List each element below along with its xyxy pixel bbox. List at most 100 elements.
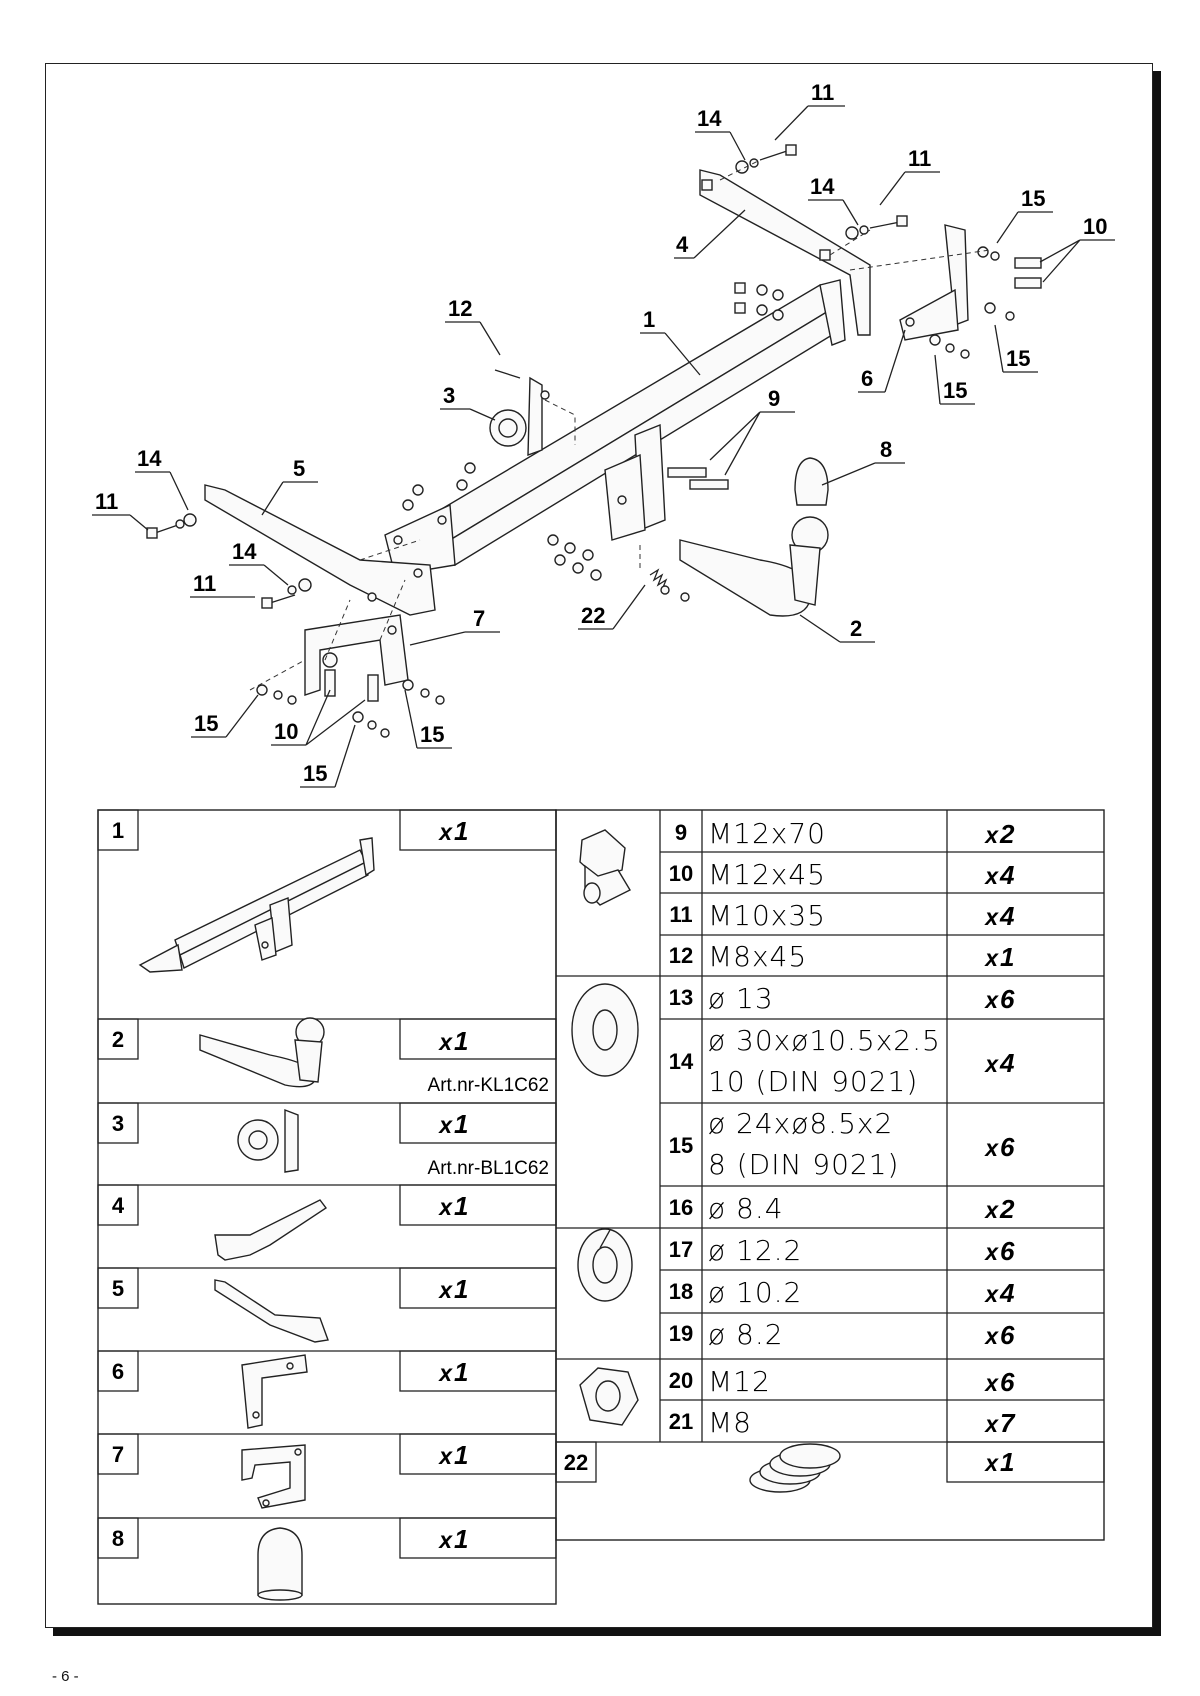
qty-multiplier: x	[437, 1527, 453, 1553]
part-spec: M12x45	[708, 858, 826, 891]
part-quantity: 1	[454, 1191, 468, 1221]
part-quantity: 1	[454, 816, 468, 846]
callout-label: 1	[643, 307, 655, 332]
part-quantity: 1	[454, 1109, 468, 1139]
callout-label: 9	[768, 386, 780, 411]
part-number: 5	[112, 1276, 124, 1301]
part-number: 8	[112, 1526, 124, 1551]
part-quantity: 6	[1000, 1236, 1015, 1266]
qty-multiplier: x	[437, 1443, 453, 1469]
part-number: 7	[112, 1442, 124, 1467]
part-number: 14	[669, 1049, 694, 1074]
callout-label: 10	[1083, 214, 1107, 239]
callout-label: 15	[420, 722, 444, 747]
part-quantity: 1	[454, 1357, 468, 1387]
part-number: 6	[112, 1359, 124, 1384]
qty-multiplier: x	[983, 1281, 999, 1307]
part-quantity: 1	[454, 1524, 468, 1554]
callout-label: 11	[908, 146, 931, 171]
callout-label: 14	[137, 446, 162, 471]
part-number: 3	[112, 1111, 124, 1136]
part-number: 21	[669, 1409, 693, 1434]
part-spec: M10x35	[708, 899, 826, 932]
left-row-1: 1 x 1	[97, 809, 557, 973]
bracket-4-drawing	[699, 169, 871, 336]
qty-multiplier: x	[983, 1370, 999, 1396]
bolt-icon	[579, 829, 631, 906]
part-quantity: 1	[454, 1026, 468, 1056]
part-spec: ø 10.2	[708, 1276, 802, 1309]
part-number: 17	[669, 1237, 693, 1262]
qty-multiplier: x	[437, 1360, 453, 1386]
qty-multiplier: x	[983, 863, 999, 889]
cover-8-drawing	[794, 457, 829, 506]
spring-icon	[749, 1443, 841, 1493]
ball-neck-drawing	[679, 516, 829, 617]
part-spec: M12x70	[708, 817, 826, 850]
part-number: 13	[669, 985, 693, 1010]
left-row-3: 3 x 1 Art.nr-BL1C62	[97, 1102, 557, 1179]
part-quantity: 7	[1000, 1408, 1016, 1438]
qty-multiplier: x	[983, 1239, 999, 1265]
bracket-3-drawing	[489, 376, 543, 457]
article-number: Art.nr-KL1C62	[428, 1075, 549, 1096]
part-quantity: 6	[1000, 984, 1015, 1014]
callout-label: 10	[274, 719, 298, 744]
part-number: 22	[564, 1450, 588, 1475]
callout-label: 8	[880, 437, 892, 462]
qty-multiplier: x	[983, 1135, 999, 1161]
spring-washer-icon	[577, 1228, 633, 1302]
callout-label: 2	[850, 616, 862, 641]
qty-multiplier: x	[983, 1323, 999, 1349]
part-quantity: 6	[1000, 1367, 1015, 1397]
left-row-5: 5 x 1	[97, 1267, 557, 1343]
qty-multiplier: x	[983, 1197, 999, 1223]
callout-label: 12	[448, 296, 472, 321]
nut-icon	[579, 1367, 639, 1426]
part-quantity: 6	[1000, 1132, 1015, 1162]
part-quantity: 4	[999, 1048, 1015, 1078]
part-quantity: 4	[999, 901, 1015, 931]
assembly-lines	[249, 159, 991, 691]
qty-multiplier: x	[983, 904, 999, 930]
callout-label: 14	[810, 174, 835, 199]
part-quantity: 4	[999, 860, 1015, 890]
callout-label: 6	[861, 366, 873, 391]
fasteners-drawing	[146, 144, 1042, 738]
left-row-2: 2 x 1 Art.nr-KL1C62	[97, 1017, 557, 1096]
part-spec: 10 (DIN 9021)	[708, 1065, 918, 1098]
callout-label: 11	[193, 571, 216, 596]
article-number: Art.nr-BL1C62	[428, 1158, 549, 1179]
callout-label: 15	[1021, 186, 1045, 211]
part-spec: ø 12.2	[708, 1234, 802, 1267]
part-quantity: 1	[454, 1440, 468, 1470]
part-number: 11	[669, 902, 692, 927]
part-quantity: 1	[1000, 1447, 1014, 1477]
qty-multiplier: x	[983, 1051, 999, 1077]
part-spec: M8x45	[708, 940, 807, 973]
exploded-diagram: 11 14 11 14 15 10 4 1 12 3 6 15 15 9 8 1…	[92, 80, 1115, 788]
callout-labels: 11 14 11 14 15 10 4 1 12 3 6 15 15 9 8 1…	[95, 80, 1107, 786]
callout-label: 11	[95, 489, 118, 514]
callout-label: 7	[473, 606, 485, 631]
left-row-4: 4 x 1	[97, 1184, 557, 1261]
part-quantity: 2	[999, 1194, 1015, 1224]
page-number: - 6 -	[52, 1668, 79, 1685]
part-number: 20	[669, 1368, 693, 1393]
qty-multiplier: x	[983, 987, 999, 1013]
part-quantity: 6	[1000, 1320, 1015, 1350]
callout-label: 15	[1006, 346, 1030, 371]
part-number: 15	[669, 1133, 693, 1158]
left-row-6: 6 x 1	[97, 1350, 557, 1429]
parts-table-left: 1 x 1 2 x 1 Art.nr-KL1C62	[97, 809, 557, 1605]
part-quantity: 1	[1000, 942, 1014, 972]
callout-label: 14	[232, 539, 257, 564]
part-number: 10	[669, 861, 693, 886]
part-number: 18	[669, 1279, 693, 1304]
part-spec: 8 (DIN 9021)	[708, 1148, 899, 1181]
part-number: 12	[669, 943, 693, 968]
crossbar-thumbnail	[138, 837, 375, 973]
parts-table-right: 9 10 11 12 13 14 15 16 17 18 19 20 21 22…	[555, 809, 1105, 1541]
callout-label: 5	[293, 456, 305, 481]
